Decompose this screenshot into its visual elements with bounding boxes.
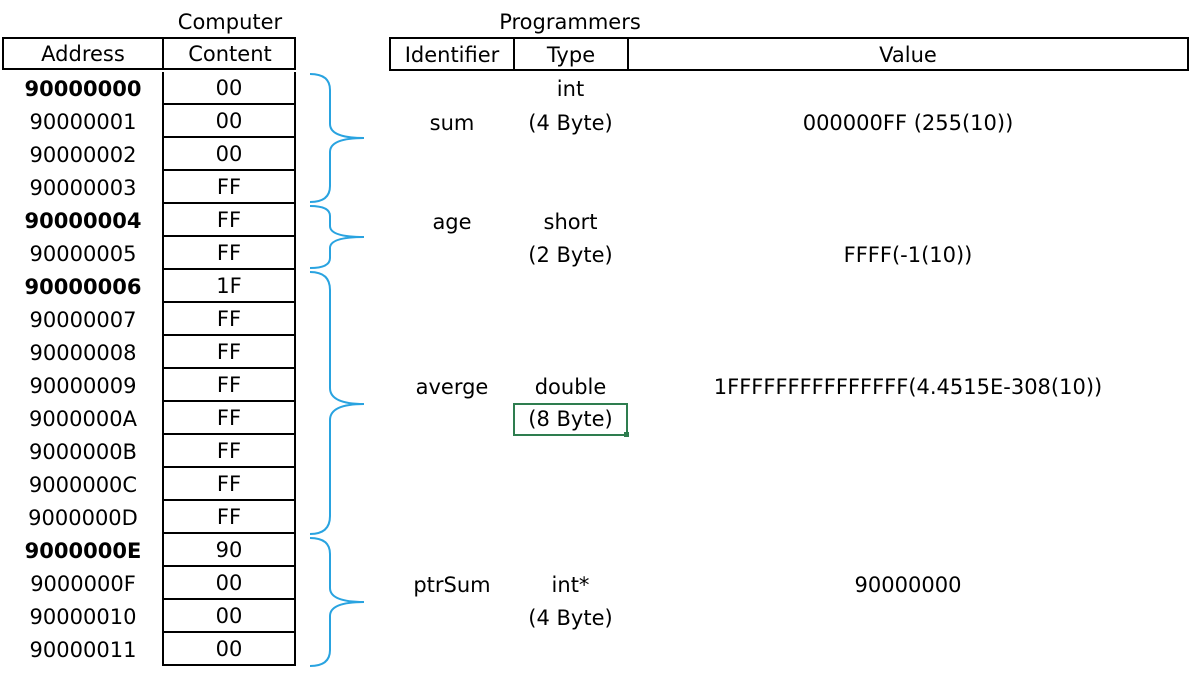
type-column-header: Type bbox=[515, 39, 629, 69]
memory-row: 90000007 FF bbox=[0, 303, 298, 336]
selection-fill-handle[interactable] bbox=[624, 432, 629, 437]
memory-content-cell[interactable]: FF bbox=[162, 171, 296, 204]
memory-content-cell[interactable]: 1F bbox=[162, 270, 296, 303]
var-ptrsum-identifier: ptrSum bbox=[413, 573, 491, 597]
memory-content-cell[interactable]: 00 bbox=[162, 138, 296, 171]
memory-address: 90000011 bbox=[29, 638, 137, 662]
memory-content-cell[interactable]: FF bbox=[162, 369, 296, 402]
var-age-identifier: age bbox=[432, 210, 472, 234]
brace-averge bbox=[309, 271, 365, 535]
address-column-header: Address bbox=[4, 39, 164, 68]
memory-content-cell[interactable]: FF bbox=[162, 303, 296, 336]
memory-content-cell[interactable]: FF bbox=[162, 468, 296, 501]
brace-ptrsum bbox=[309, 537, 365, 667]
memory-address: 9000000F bbox=[30, 572, 136, 596]
memory-address: 90000001 bbox=[29, 110, 137, 134]
memory-row: 9000000D FF bbox=[0, 501, 298, 534]
memory-address: 90000002 bbox=[29, 143, 137, 167]
memory-row: 9000000C FF bbox=[0, 468, 298, 501]
memory-content-cell[interactable]: 00 bbox=[162, 567, 296, 600]
var-sum-value: 000000FF (255(10)) bbox=[802, 111, 1014, 135]
memory-row: 90000003 FF bbox=[0, 171, 298, 204]
memory-row: 90000000 00 bbox=[0, 72, 298, 105]
identifier-column-header: Identifier bbox=[391, 39, 515, 69]
memory-row: 9000000E 90 bbox=[0, 534, 298, 567]
memory-table-header: Address Content bbox=[2, 37, 296, 70]
var-age-type: short bbox=[543, 210, 598, 234]
value-column-header: Value bbox=[879, 43, 937, 67]
memory-address: 90000000 bbox=[24, 77, 142, 101]
memory-content-cell[interactable]: FF bbox=[162, 237, 296, 270]
memory-content-cell[interactable]: FF bbox=[162, 336, 296, 369]
memory-row: 90000011 00 bbox=[0, 633, 298, 666]
memory-row: 90000001 00 bbox=[0, 105, 298, 138]
memory-address: 90000003 bbox=[29, 176, 137, 200]
var-age-value: FFFF(-1(10)) bbox=[843, 243, 973, 267]
memory-content-cell[interactable]: FF bbox=[162, 402, 296, 435]
memory-content-cell[interactable]: FF bbox=[162, 435, 296, 468]
var-averge-size[interactable]: (8 Byte) bbox=[528, 407, 613, 431]
var-averge-identifier: averge bbox=[415, 375, 489, 399]
memory-row: 90000006 1F bbox=[0, 270, 298, 303]
memory-content-cell[interactable]: FF bbox=[162, 501, 296, 534]
var-age-size: (2 Byte) bbox=[528, 243, 613, 267]
memory-address: 90000009 bbox=[29, 374, 137, 398]
memory-content-cell[interactable]: 00 bbox=[162, 105, 296, 138]
memory-content-cell[interactable]: FF bbox=[162, 204, 296, 237]
memory-address: 90000005 bbox=[29, 242, 137, 266]
memory-row: 90000005 FF bbox=[0, 237, 298, 270]
memory-content-cell[interactable]: 00 bbox=[162, 600, 296, 633]
memory-address: 9000000A bbox=[29, 407, 137, 431]
memory-address: 90000010 bbox=[29, 605, 137, 629]
content-column-header: Content bbox=[188, 42, 272, 66]
memory-row: 90000008 FF bbox=[0, 336, 298, 369]
memory-row: 90000010 00 bbox=[0, 600, 298, 633]
brace-sum bbox=[309, 73, 365, 203]
memory-address: 9000000C bbox=[28, 473, 138, 497]
memory-row: 9000000F 00 bbox=[0, 567, 298, 600]
memory-row: 9000000A FF bbox=[0, 402, 298, 435]
var-sum-type: int bbox=[556, 77, 585, 101]
memory-row: 90000009 FF bbox=[0, 369, 298, 402]
memory-content-cell[interactable]: 90 bbox=[162, 534, 296, 567]
selected-cell-outline bbox=[513, 403, 628, 436]
var-ptrsum-type: int* bbox=[551, 573, 590, 597]
var-averge-value: 1FFFFFFFFFFFFFFF(4.4515E-308(10)) bbox=[713, 375, 1103, 399]
memory-address: 90000006 bbox=[24, 275, 142, 299]
computer-title: Computer bbox=[177, 10, 283, 34]
memory-row: 90000002 00 bbox=[0, 138, 298, 171]
memory-row: 9000000B FF bbox=[0, 435, 298, 468]
memory-address: 90000004 bbox=[24, 209, 142, 233]
memory-address: 9000000D bbox=[28, 506, 138, 530]
var-ptrsum-size: (4 Byte) bbox=[528, 606, 613, 630]
memory-address: 9000000E bbox=[24, 539, 142, 563]
memory-content-cell[interactable]: 00 bbox=[162, 633, 296, 666]
var-ptrsum-value: 90000000 bbox=[854, 573, 962, 597]
memory-content-cell[interactable]: 00 bbox=[162, 72, 296, 105]
memory-address: 90000008 bbox=[29, 341, 137, 365]
var-sum-identifier: sum bbox=[429, 111, 475, 135]
var-averge-type: double bbox=[534, 375, 607, 399]
var-sum-size: (4 Byte) bbox=[528, 111, 613, 135]
programmers-title: Programmers bbox=[499, 10, 641, 34]
memory-row: 90000004 FF bbox=[0, 204, 298, 237]
memory-address: 9000000B bbox=[29, 440, 137, 464]
memory-address: 90000007 bbox=[29, 308, 137, 332]
brace-age bbox=[309, 205, 365, 269]
variables-table-header: Identifier Type Value bbox=[389, 37, 1189, 71]
